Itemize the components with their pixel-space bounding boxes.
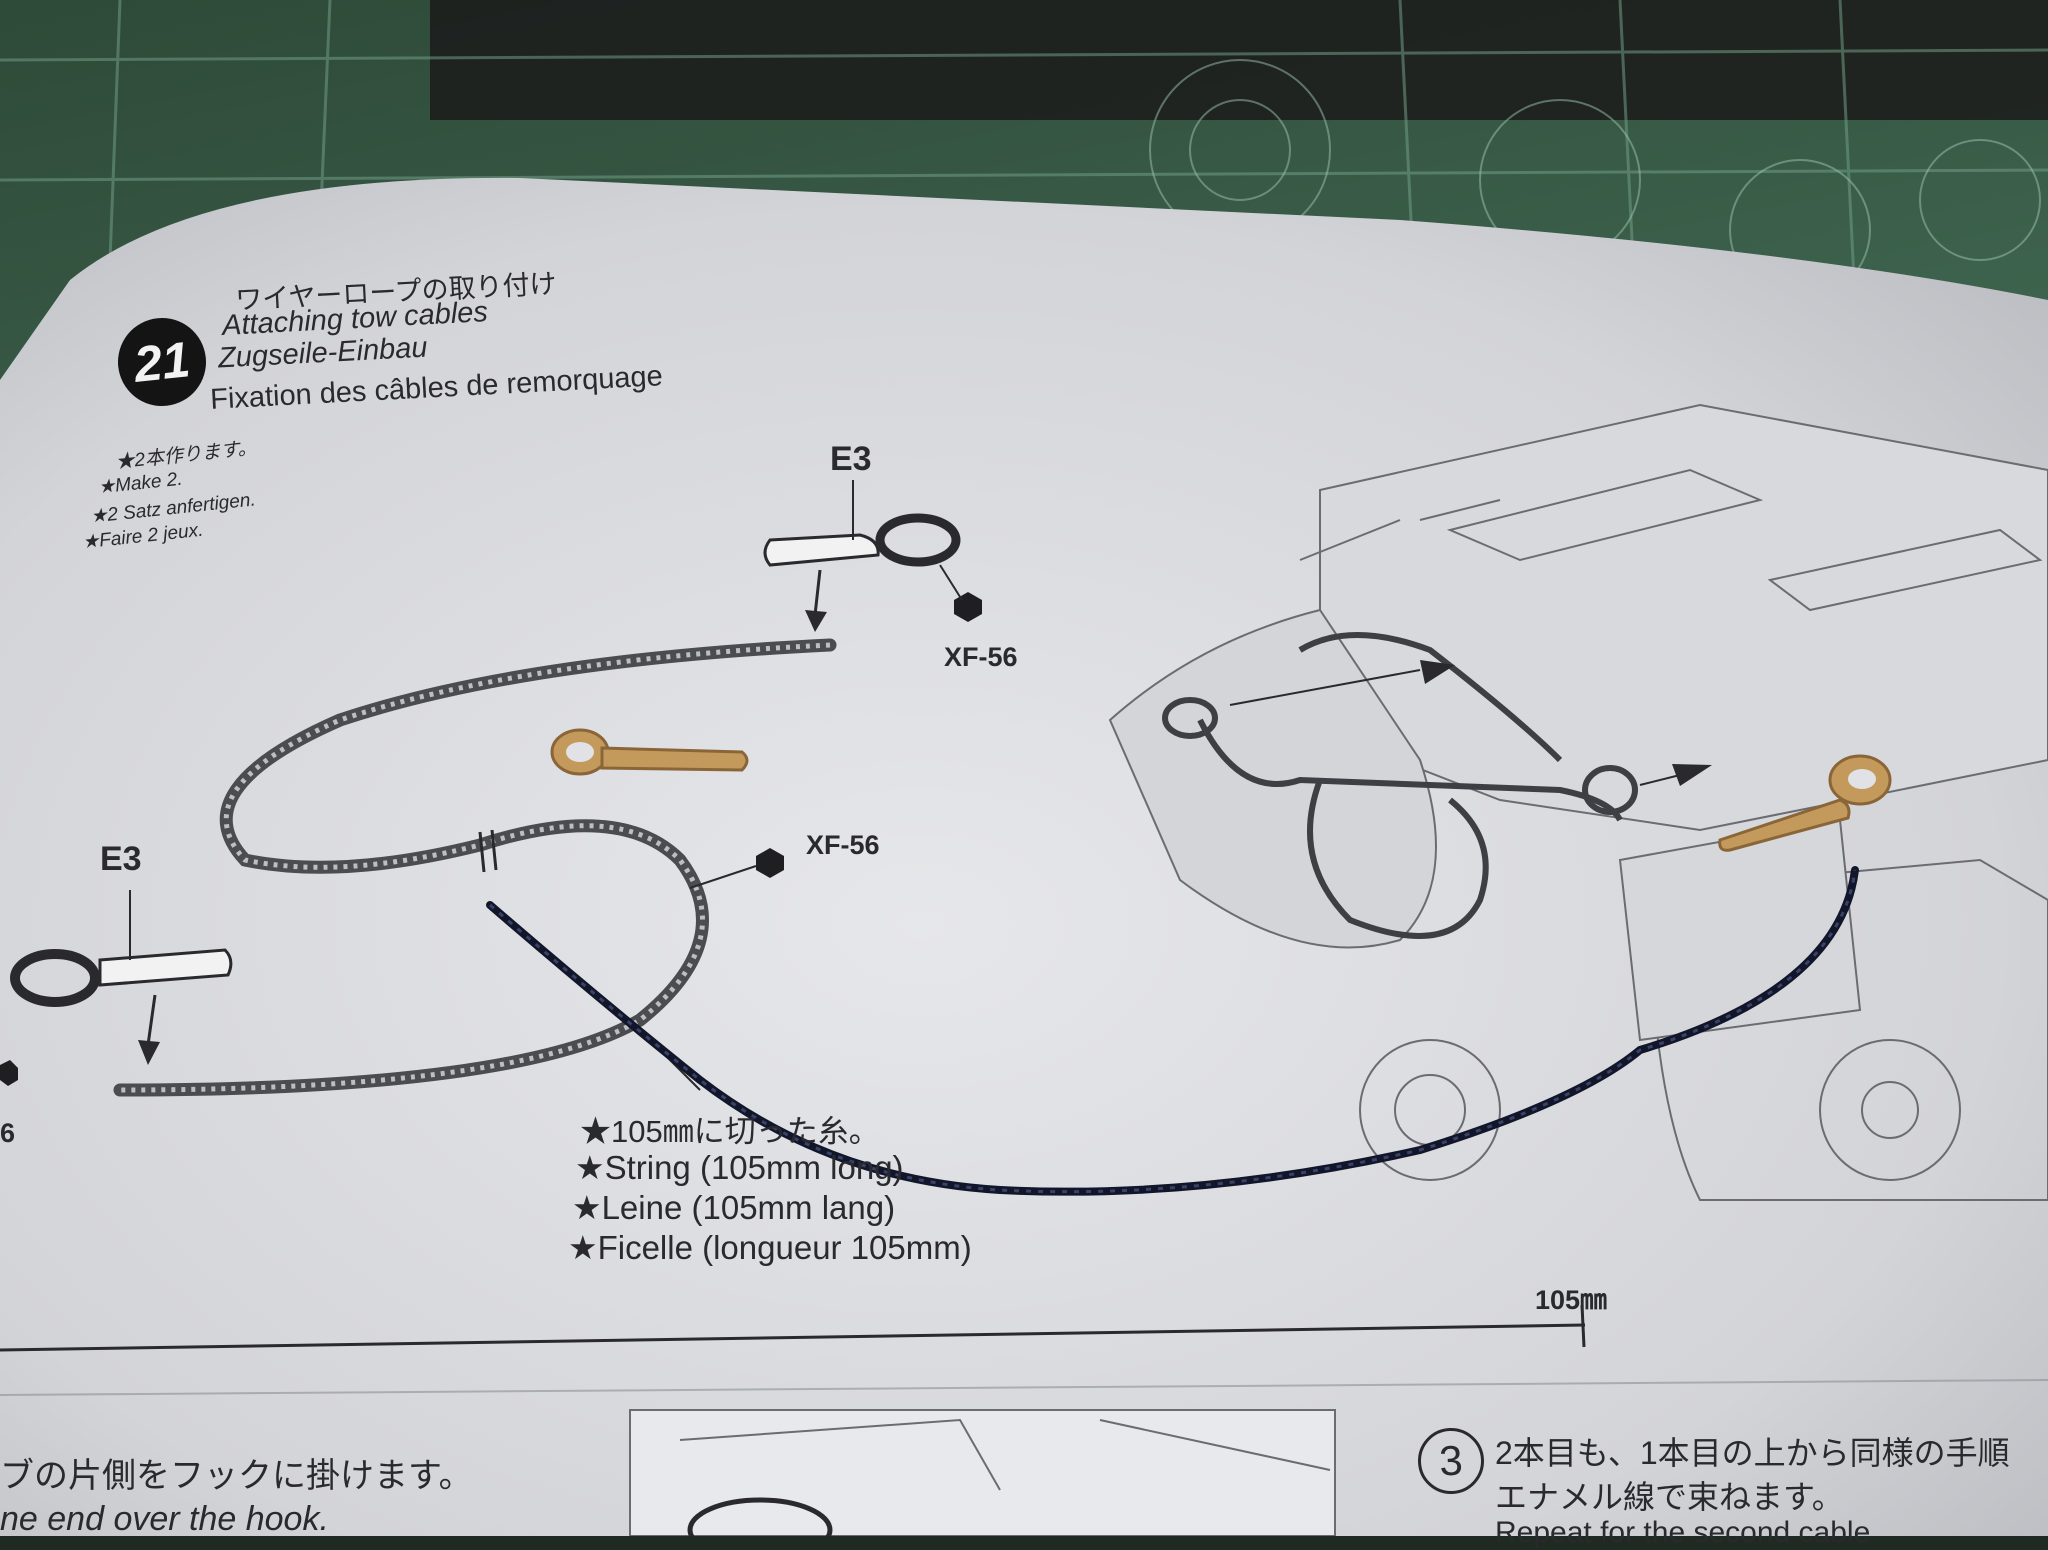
bottom-illustration-box (629, 1409, 1336, 1536)
paint-code-top: XF-56 (944, 642, 1018, 672)
arrow-head-1 (1420, 660, 1455, 684)
scale-line (0, 1323, 1586, 1352)
plastic-tow-eye-part (550, 728, 749, 776)
e3-part-top (763, 480, 961, 632)
paint-hex-icon-mid (756, 848, 784, 878)
bottom-left-en: ne end over the hook. (0, 1500, 329, 1538)
bottom-right-en: Repeat for the second cable (1495, 1516, 1871, 1549)
string-note-fr: ★Ficelle (longueur 105mm) (568, 1229, 972, 1266)
printed-cable-texture (119, 642, 831, 1093)
e3-part-left (10, 890, 233, 1065)
string-note-en: ★String (105mm long) (575, 1149, 904, 1186)
bottom-right-jp-1: 2本目も、1本目の上から同様の手順 (1495, 1435, 2010, 1471)
tank-illustration (1108, 403, 2048, 1201)
part-label-e3-top: E3 (830, 440, 872, 478)
bottom-right-jp-2: エナメル線で束ねます。 (1495, 1479, 1844, 1515)
arrow-head-2 (1672, 764, 1712, 786)
arrow-line-1 (1229, 669, 1421, 706)
bottom-left-jp: ブの片側をフックに掛けます。 (0, 1457, 473, 1495)
paint-code-mid: XF-56 (806, 830, 880, 860)
string-note-de: ★Leine (105mm lang) (572, 1189, 896, 1226)
tank-cable-drawing (1162, 632, 1638, 939)
part-label-e3-left: E3 (100, 840, 142, 878)
paint-code-cut: 6 (0, 1118, 16, 1148)
string-note-jp: ★105㎜に切った糸。 (580, 1114, 880, 1149)
arrow-line-2 (1639, 774, 1681, 786)
real-string-twist (489, 869, 1857, 1194)
paint-hex-icon-left (0, 1060, 18, 1086)
scale-label: 105㎜ (1535, 1285, 1608, 1315)
